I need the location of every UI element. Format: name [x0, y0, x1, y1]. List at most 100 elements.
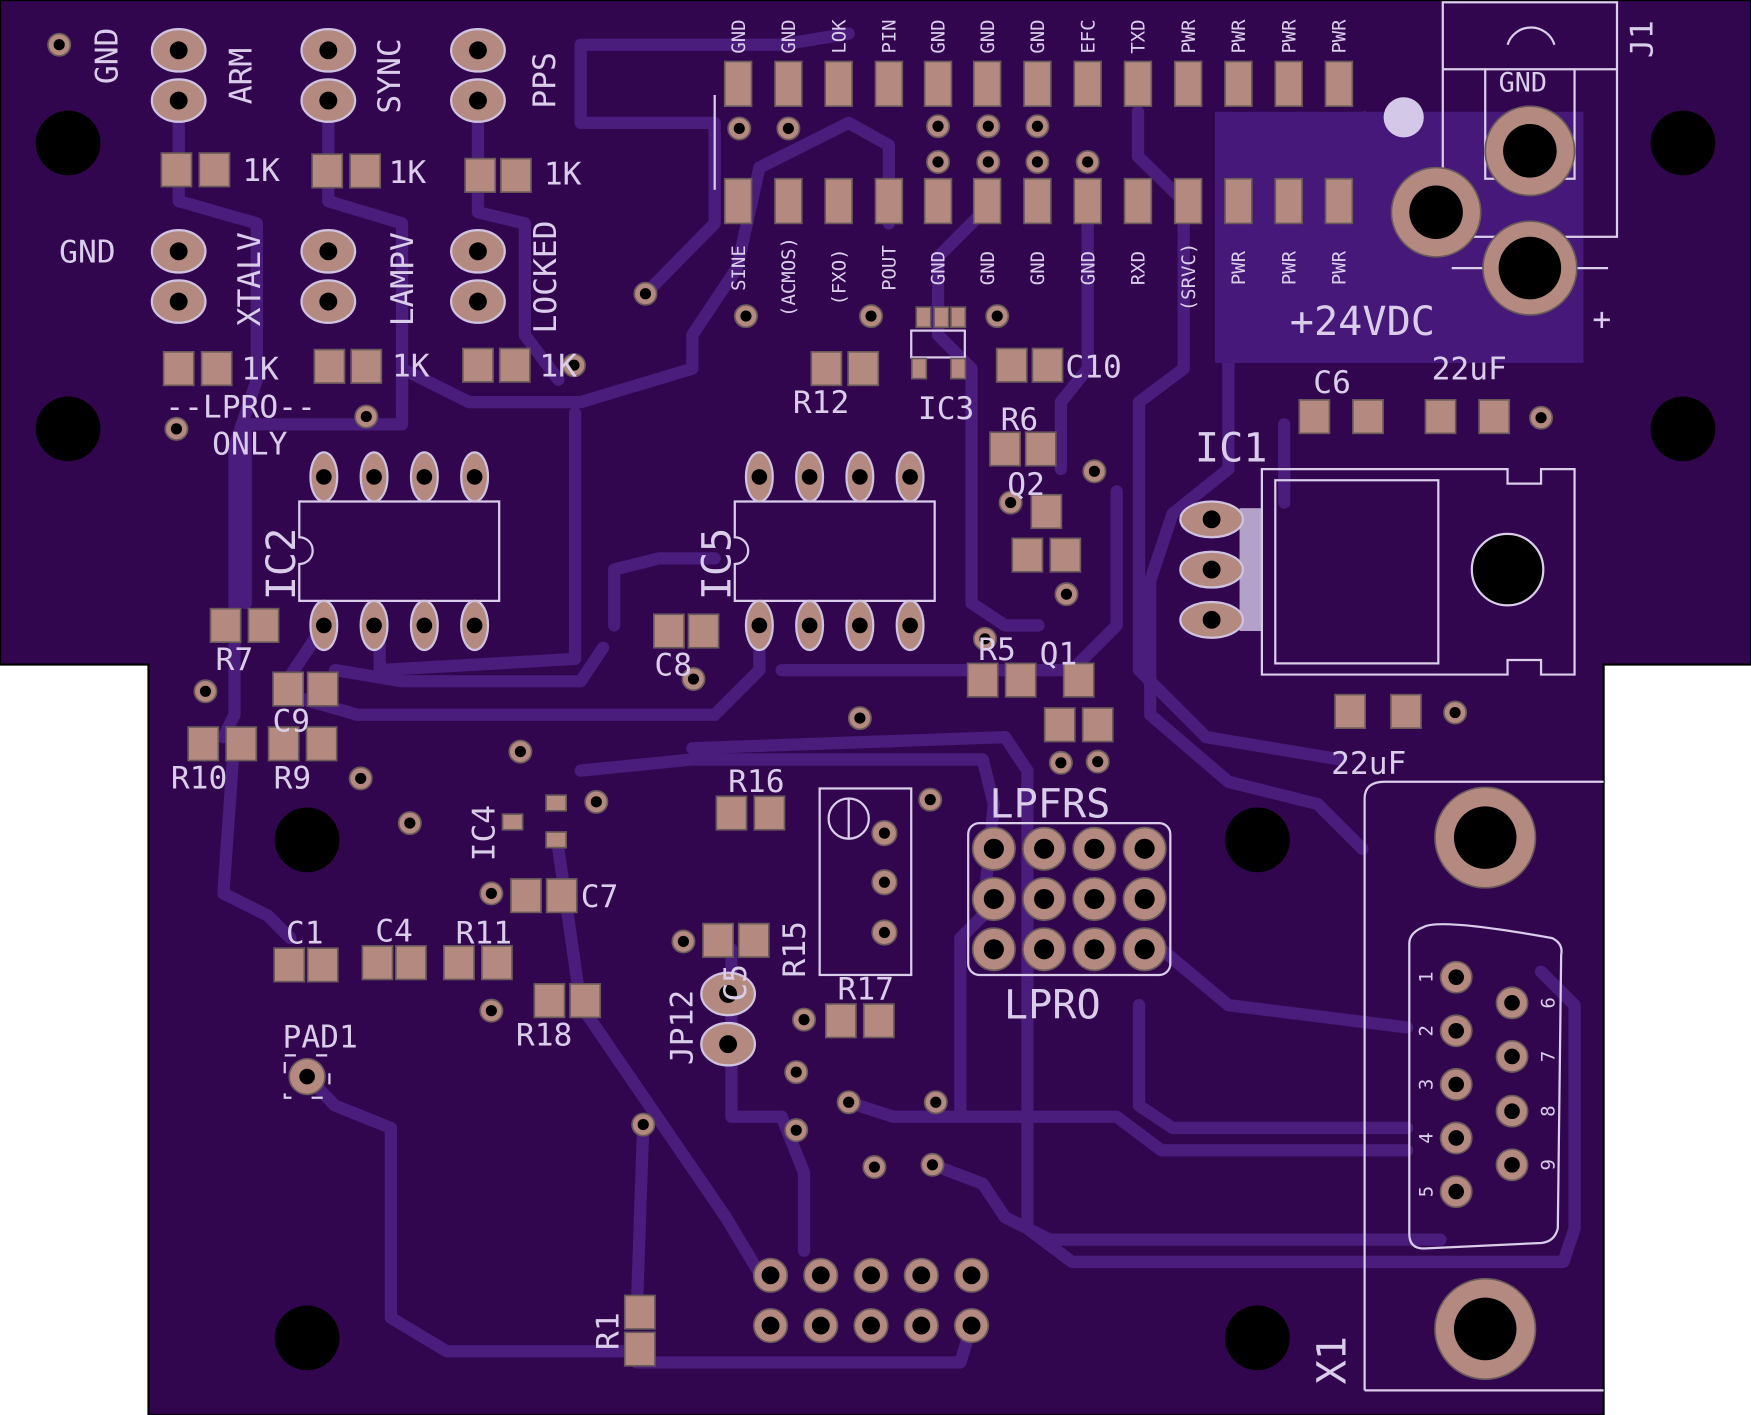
drill-hole: [854, 712, 866, 724]
smd-pad: [1123, 60, 1153, 107]
drill-hole: [1060, 588, 1073, 600]
drill-hole: [1092, 756, 1104, 768]
smd-pad: [737, 922, 770, 958]
drill-hole: [366, 469, 382, 485]
label-1k: 1K: [242, 153, 280, 189]
drill-hole: [316, 617, 332, 634]
label-1k: 1K: [241, 352, 279, 388]
smd-pad: [1073, 60, 1102, 107]
drill-hole: [469, 292, 487, 311]
label-ic5: IC5: [694, 528, 740, 601]
drill-hole: [1031, 120, 1044, 132]
copper-pads: [47, 27, 1578, 1381]
connector-pin-label: GND: [928, 251, 950, 285]
smd-pad: [1324, 177, 1354, 225]
label-jp12: JP12: [664, 990, 700, 1065]
drill-hole: [932, 120, 944, 132]
connector-pin-label: LOK: [828, 19, 850, 54]
ic1-leads: [1239, 508, 1262, 632]
label-1k: 1K: [544, 156, 582, 192]
drill-hole: [1005, 497, 1017, 509]
connector-pin-label: GND: [977, 19, 999, 53]
label-r9: R9: [274, 760, 312, 796]
smd-pad: [464, 157, 497, 193]
smd-pad: [950, 357, 967, 380]
smd-pad: [510, 878, 542, 914]
mounting-hole: [1650, 396, 1716, 462]
label-1k: 1K: [389, 155, 427, 191]
mounting-hole: [274, 1305, 340, 1371]
smd-pad: [972, 60, 1002, 107]
drill-hole: [926, 1159, 939, 1171]
drill-hole: [53, 39, 65, 51]
smd-pad: [200, 350, 233, 387]
drill-hole: [1448, 1022, 1465, 1039]
drill-hole: [466, 617, 483, 634]
smd-pad: [723, 60, 753, 107]
mounting-hole: [35, 396, 101, 462]
smd-pad: [349, 153, 382, 189]
label-r15: R15: [777, 921, 813, 977]
db9-pin-number: 8: [1537, 1105, 1559, 1116]
db9-pin-number: 7: [1537, 1051, 1559, 1062]
drill-hole: [843, 1096, 855, 1108]
connector-pin-label: EFC: [1077, 19, 1099, 53]
drill-hole: [1134, 939, 1155, 960]
label-c7: C7: [581, 879, 619, 915]
drill-hole: [1202, 510, 1221, 529]
smd-pad: [209, 607, 242, 644]
smd-pad: [313, 348, 346, 384]
label-lpro-only: ONLY: [212, 427, 287, 463]
label-c4: C4: [375, 913, 413, 949]
label-r16: R16: [728, 764, 784, 800]
drill-hole: [751, 617, 768, 634]
drill-hole: [485, 887, 497, 900]
drill-hole: [983, 838, 1004, 859]
label-r11: R11: [456, 916, 512, 952]
drill-hole: [1504, 1103, 1520, 1120]
drill-hole: [1084, 838, 1105, 859]
smd-pad: [187, 726, 220, 762]
drill-hole: [1202, 560, 1221, 579]
drill-hole: [299, 1068, 315, 1085]
label-gnd-top: GND: [89, 28, 125, 84]
label-plus: +: [1592, 301, 1611, 337]
drill-hole: [1449, 706, 1461, 719]
smd-pad: [923, 177, 953, 225]
drill-hole: [366, 617, 382, 634]
label-r6: R6: [1001, 402, 1039, 438]
drill-hole: [1082, 156, 1094, 168]
label-lampv: LAMPV: [385, 232, 421, 326]
smd-pad: [623, 1331, 656, 1367]
drill-hole: [1504, 1048, 1520, 1065]
drill-hole: [1031, 156, 1044, 168]
db9-pin-number: 2: [1416, 1025, 1438, 1036]
smd-pad: [623, 1294, 656, 1330]
drill-hole: [902, 469, 918, 485]
drill-hole: [1055, 757, 1067, 769]
drill-hole: [790, 1124, 802, 1136]
label-c8: C8: [654, 648, 692, 684]
smd-pad: [500, 157, 532, 193]
connector-pin-label: (FXO): [828, 248, 850, 305]
connector-pin-label: PWR: [1278, 250, 1300, 285]
drill-hole: [868, 1161, 880, 1173]
drill-hole: [1535, 412, 1547, 424]
drill-hole: [1088, 465, 1100, 477]
drill-hole: [798, 1014, 810, 1026]
drill-hole: [485, 1005, 497, 1017]
connector-pin-label: RXD: [1128, 251, 1150, 285]
drill-hole: [983, 888, 1004, 910]
smd-pad: [306, 947, 339, 983]
label-r1: R1: [591, 1312, 627, 1350]
drill-hole: [862, 1316, 880, 1335]
drill-hole: [319, 41, 338, 60]
smd-pad: [715, 795, 748, 831]
label-ic4: IC4: [467, 805, 503, 861]
drill-hole: [319, 91, 338, 110]
drill-hole: [1084, 939, 1105, 960]
drill-hole: [568, 359, 580, 371]
connector-pin-label: PWR: [1329, 250, 1351, 285]
drill-hole: [801, 617, 818, 634]
mounting-hole: [1650, 110, 1716, 176]
